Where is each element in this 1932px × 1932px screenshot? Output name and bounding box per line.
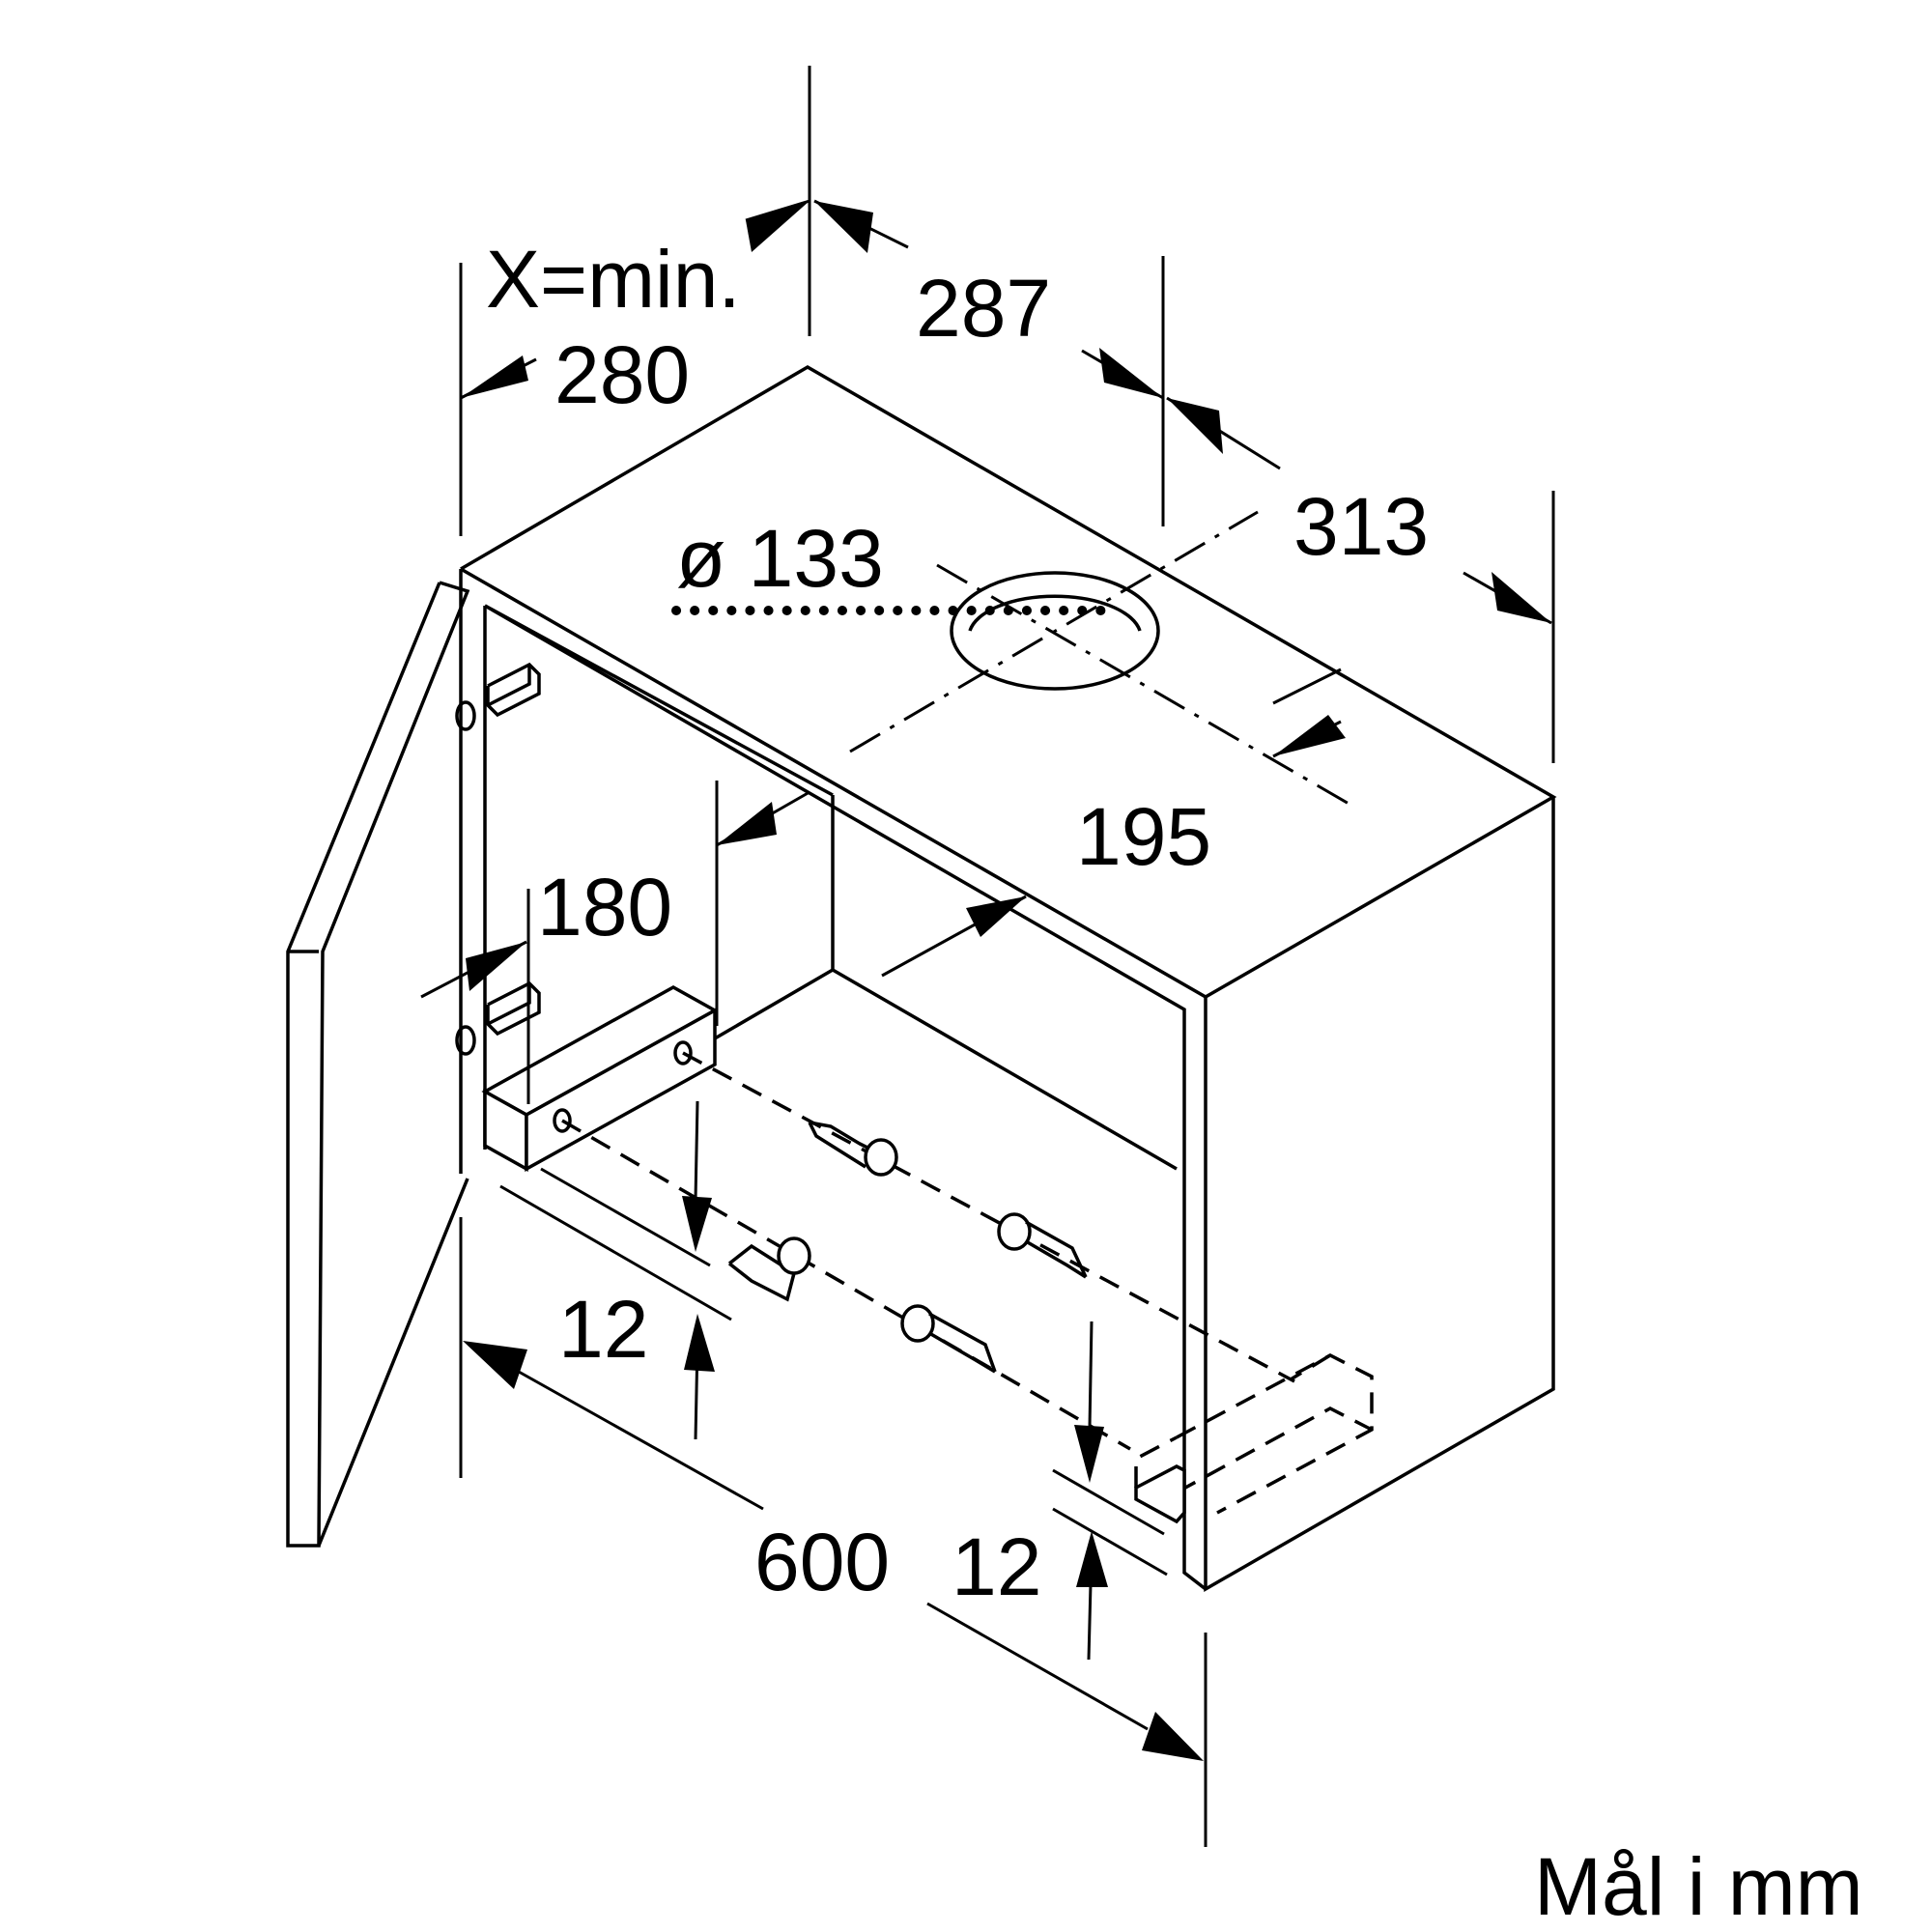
label-x-min: X=min. <box>486 234 741 325</box>
mounting-rail-left <box>481 984 719 1172</box>
label-12-left: 12 <box>558 1284 648 1375</box>
screw-axis-lines <box>561 1051 1295 1451</box>
screw-2 <box>808 1121 898 1177</box>
screw-1 <box>727 1236 811 1302</box>
dimension-12-right <box>1052 1321 1168 1661</box>
cabinet-body <box>459 364 1557 1593</box>
centerline-width <box>936 563 1351 807</box>
label-x-min-value: 280 <box>554 329 690 420</box>
label-195: 195 <box>1076 791 1211 882</box>
label-12-right: 12 <box>952 1521 1041 1612</box>
dimension-12-left <box>499 1100 732 1440</box>
dimension-x-min <box>459 66 811 536</box>
dimension-313 <box>1166 396 1555 763</box>
screw-3 <box>900 1304 997 1374</box>
duct-opening <box>950 571 1160 691</box>
dimension-600 <box>459 1217 1208 1847</box>
cabinet-door <box>286 581 470 1548</box>
units-note: Mål i mm <box>1534 1841 1863 1932</box>
label-diameter-133: ø 133 <box>676 513 884 604</box>
hinge-lower <box>455 980 541 1056</box>
label-313: 313 <box>1293 481 1429 572</box>
dimension-287 <box>813 199 1165 526</box>
screw-4 <box>997 1212 1088 1279</box>
label-600: 600 <box>754 1517 890 1607</box>
label-287: 287 <box>916 263 1051 354</box>
hinge-upper <box>455 662 541 731</box>
label-180: 180 <box>537 862 672 952</box>
mounting-rail-right <box>1134 1353 1374 1524</box>
dimension-180 <box>420 889 1027 1104</box>
dimension-195 <box>715 668 1346 1026</box>
